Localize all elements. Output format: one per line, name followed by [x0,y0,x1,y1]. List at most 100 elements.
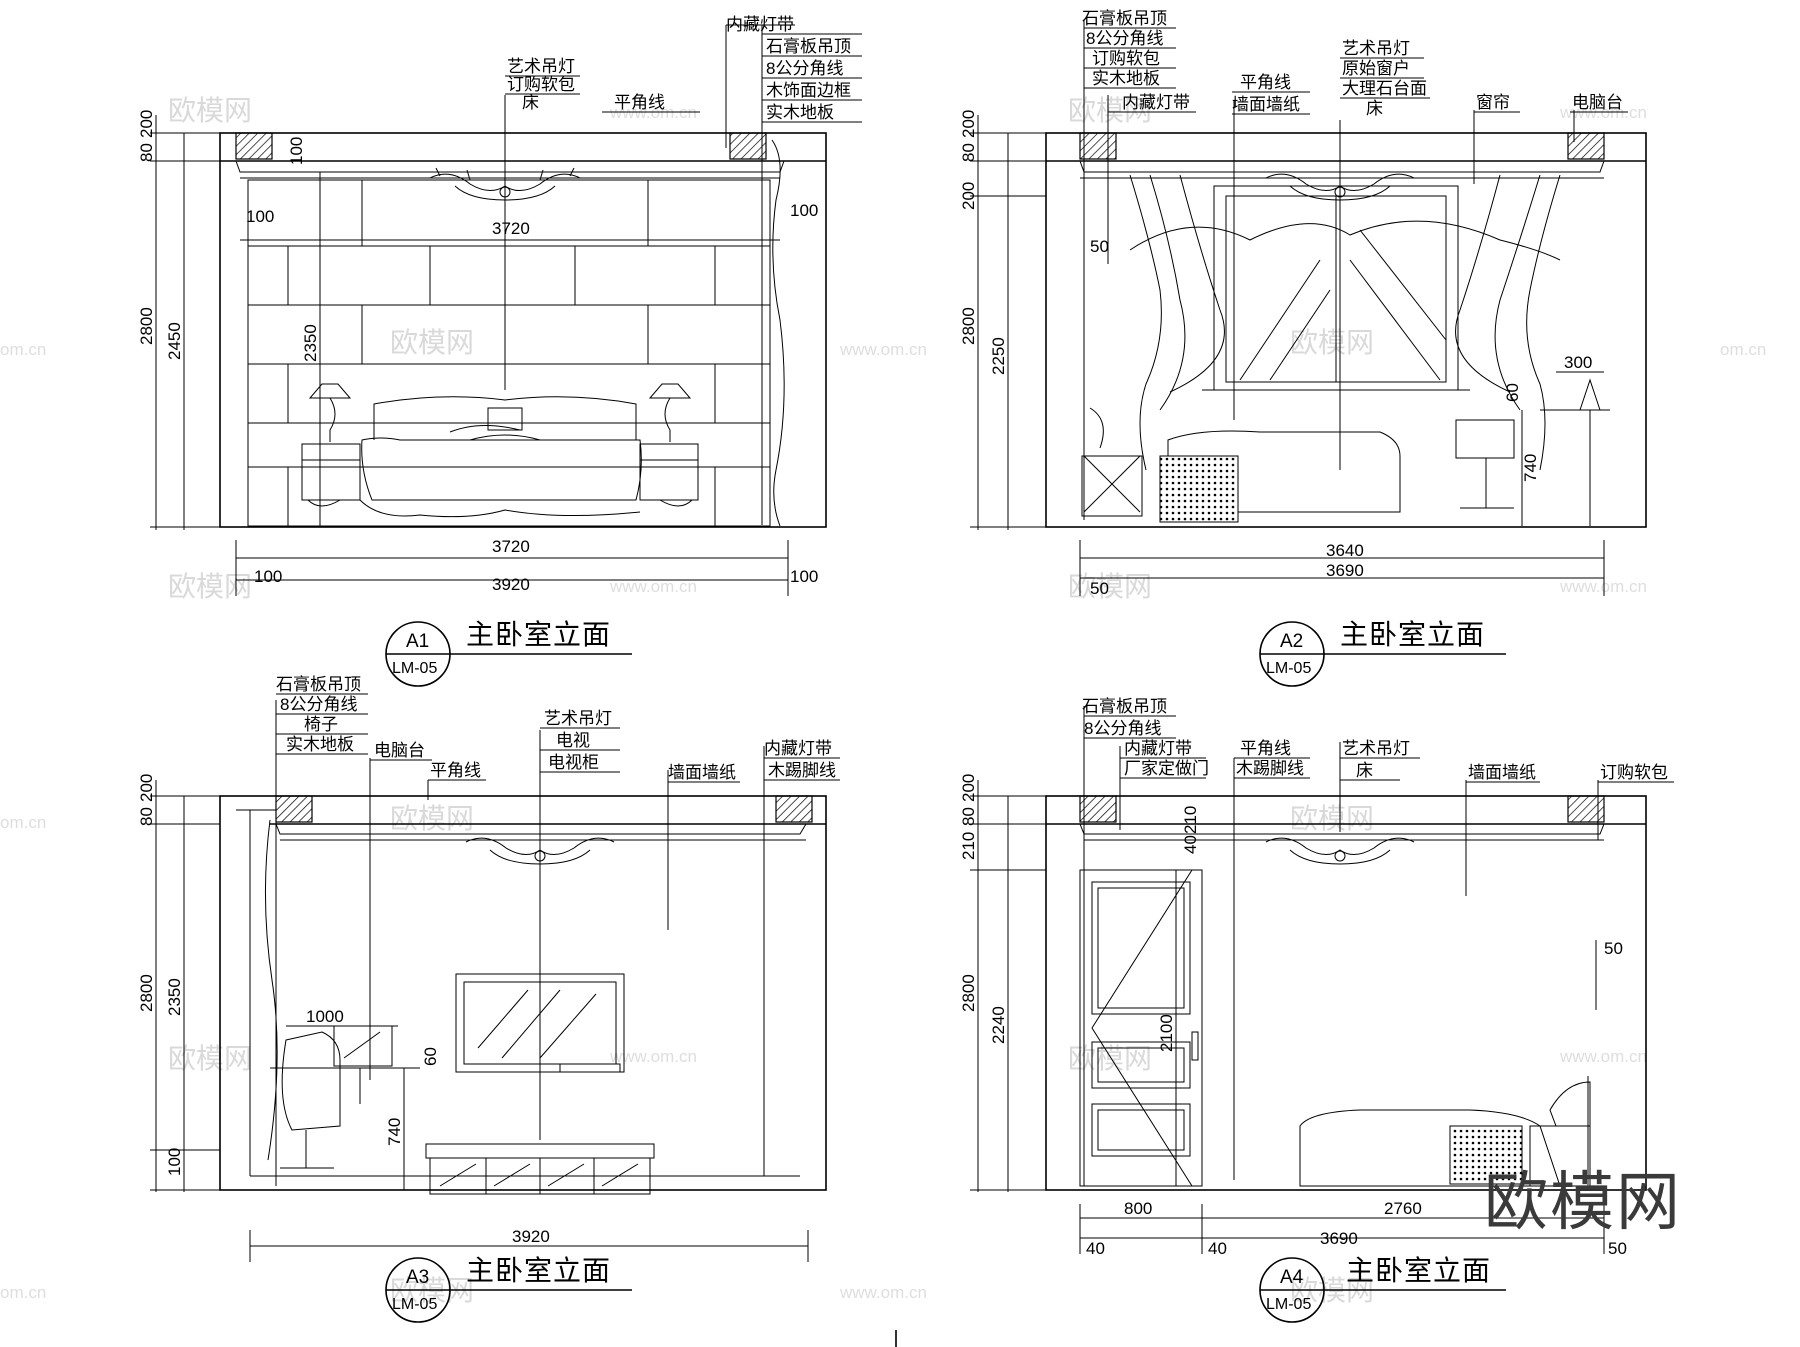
watermark: 欧模网 [390,327,474,358]
annotation-label: 墙面墙纸 [1232,95,1300,114]
panel-title: 主卧室立面 [466,1255,611,1286]
dim-label: 50 [1090,579,1109,598]
annotation-label: 电脑台 [374,741,425,760]
dim-label: 1000 [306,1007,344,1026]
annotation-label: 内藏灯带 [1122,93,1190,112]
dim-label: 40 [1208,1239,1227,1258]
chair [280,1031,341,1169]
label-stack-mid: 平角线 墙面墙纸 [1232,73,1310,115]
dim-label: 100 [246,207,274,226]
badge-id: A2 [1280,631,1303,652]
drawing-title: A3 LM-05 主卧室立面 [385,1255,632,1323]
label-stack-mid: 平角线 木踢脚线 [1234,739,1310,779]
panel-a3: 石膏板吊顶 8公分角线 椅子 实木地板 电脑台 平角线 艺术吊灯 电视 电视柜 … [137,674,840,1323]
badge-id: A3 [406,1267,429,1288]
bed [1081,407,1401,523]
horizontal-dimensions: 100 3720 100 3720 100 3920 100 [235,201,818,596]
label-stack-far: 墙面墙纸 内藏灯带 木踢脚线 [668,739,840,783]
watermark: 欧模网 [1290,327,1374,358]
watermark-url: www.om.cn [609,1047,697,1066]
room-outline [219,132,827,528]
door [1079,869,1203,1187]
panel-a1: 艺术吊灯 订购软包 床 平角线 内藏灯带 石膏板吊顶 8公分角线 木饰面边框 实… [137,15,862,687]
watermark-url: www.om.cn [609,577,697,596]
watermark: 欧模网 [1290,803,1374,834]
dim-label: 200 [959,774,978,802]
dim-label: 200 [137,774,156,802]
annotation-label: 平角线 [430,761,481,780]
dim-label: 3920 [492,575,530,594]
annotation-label: 原始窗户 [1342,59,1410,78]
dim-label: 100 [254,567,282,586]
dim-label: 50 [1604,939,1623,958]
label-stack-left: 石膏板吊顶 8公分角线 内藏灯带 厂家定做门 [1082,696,1209,779]
annotation-label: 艺术吊灯 [507,57,575,76]
dim-label: 40 [1181,835,1200,854]
annotation-label: 木踢脚线 [768,761,836,780]
chandelier-icon [1265,796,1415,865]
curtain [236,809,278,1176]
dim-label: 100 [165,1148,184,1176]
watermark-url: om.cn [1720,340,1766,359]
annotation-label: 订购软包 [1092,49,1160,68]
label-stack-right: 艺术吊灯 电视 电视柜 [540,709,620,773]
dim-label: 200 [137,110,156,138]
bed [359,396,642,518]
annotation-label: 电视 [556,731,590,750]
vertical-dimensions: 80 200 210 40 210 2800 2240 2100 50 [959,774,1623,1192]
annotation-label: 石膏板吊顶 [276,674,361,694]
room-outline [219,795,827,1191]
dim-label: 2800 [959,974,978,1012]
ceiling-hatch [1079,795,1117,823]
dim-label: 50 [1608,1239,1627,1258]
label-stack-right: 内藏灯带 石膏板吊顶 8公分角线 木饰面边框 实木地板 [726,15,862,123]
chair [1455,419,1515,459]
label-stack-left: 艺术吊灯 订购软包 床 [505,57,580,112]
dim-label: 3640 [1326,541,1364,560]
dim-label: 3920 [512,1227,550,1246]
watermark-url: om.cn [0,813,46,832]
annotation-label: 石膏板吊顶 [1082,8,1167,28]
dim-label: 800 [1124,1199,1152,1218]
dim-label: 80 [137,807,156,826]
panel-title: 主卧室立面 [1346,1255,1491,1286]
ceiling-hatch [235,132,273,160]
badge-sheet: LM-05 [392,1296,437,1313]
watermark: 欧模网 [168,1043,252,1074]
annotation-label: 石膏板吊顶 [1082,696,1167,716]
annotation-label: 平角线 [1240,739,1291,758]
vertical-dimensions: 80 200 2800 2450 2350 100 [137,110,321,530]
dim-label: 2350 [301,324,320,362]
watermark-url: www.om.cn [839,340,927,359]
drawing-title: A1 LM-05 主卧室立面 [385,619,632,687]
nightstand [639,443,699,507]
dim-label: 740 [1521,454,1540,482]
curtain [1129,174,1561,471]
ceiling-hatch [1567,795,1605,823]
badge-sheet: LM-05 [392,660,437,677]
bed [1299,1076,1591,1187]
ceiling-hatch [729,132,767,160]
annotation-label: 8公分角线 [1086,29,1163,48]
room-outline [1045,132,1647,528]
dim-label: 2240 [989,1006,1008,1044]
annotation-label: 8公分角线 [766,59,843,78]
brand-logo: 欧模网 [1484,1166,1682,1238]
annotation-label: 木饰面边框 [766,81,851,100]
annotation-label: 内藏灯带 [764,739,832,758]
watermark-url: om.cn [0,1283,46,1302]
annotation-label: 窗帘 [1476,93,1510,112]
monitor [333,1025,393,1067]
annotation-label: 实木地板 [766,103,834,122]
annotation-label: 厂家定做门 [1124,759,1209,778]
panel-a2: 石膏板吊顶 8公分角线 订购软包 实木地板 内藏灯带 平角线 墙面墙纸 艺术吊灯… [959,8,1647,687]
watermark: 欧模网 [390,803,474,834]
dim-label: 2250 [989,337,1008,375]
annotation-label: 木踢脚线 [1236,759,1304,778]
annotation-label: 订购软包 [1600,763,1668,782]
annotation-label: 订购软包 [507,75,575,94]
annotation-label: 8公分角线 [280,695,357,714]
dim-label: 60 [1503,383,1522,402]
dim-label: 100 [790,201,818,220]
panel-title: 主卧室立面 [1340,619,1485,650]
